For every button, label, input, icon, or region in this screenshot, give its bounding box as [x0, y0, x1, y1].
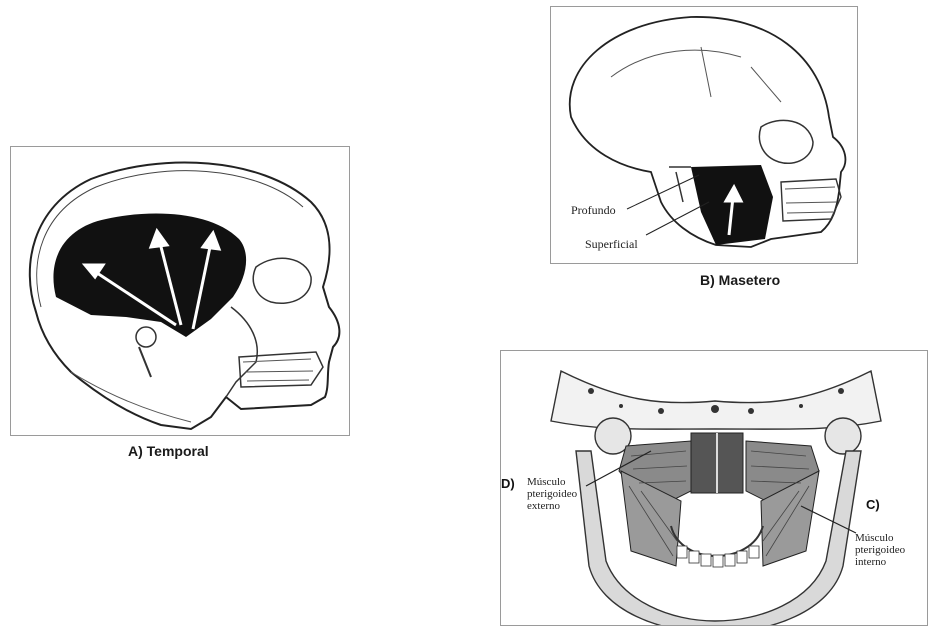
skull-base [551, 371, 881, 429]
label-superficial: Superficial [585, 237, 638, 252]
teeth [781, 179, 841, 221]
letter-d: D) [501, 476, 515, 491]
caption-masetero: B) Masetero [700, 272, 780, 288]
right-condyle [825, 418, 861, 454]
jaw-teeth [239, 352, 323, 387]
temporal-skull-illustration [11, 147, 350, 436]
temporal-muscle [53, 214, 246, 337]
caption-temporal: A) Temporal [128, 443, 209, 459]
label-internal-pterygoid: Músculo pterigoideo interno [855, 532, 929, 568]
leader-superficial [646, 202, 709, 235]
panel-masetero [550, 6, 858, 264]
letter-c: C) [866, 497, 880, 512]
panel-temporal [10, 146, 350, 436]
label-profundo: Profundo [571, 203, 616, 218]
masseter-skull-illustration [551, 7, 858, 264]
label-external-pterygoid: Músculo pterigoideo externo [527, 476, 597, 512]
